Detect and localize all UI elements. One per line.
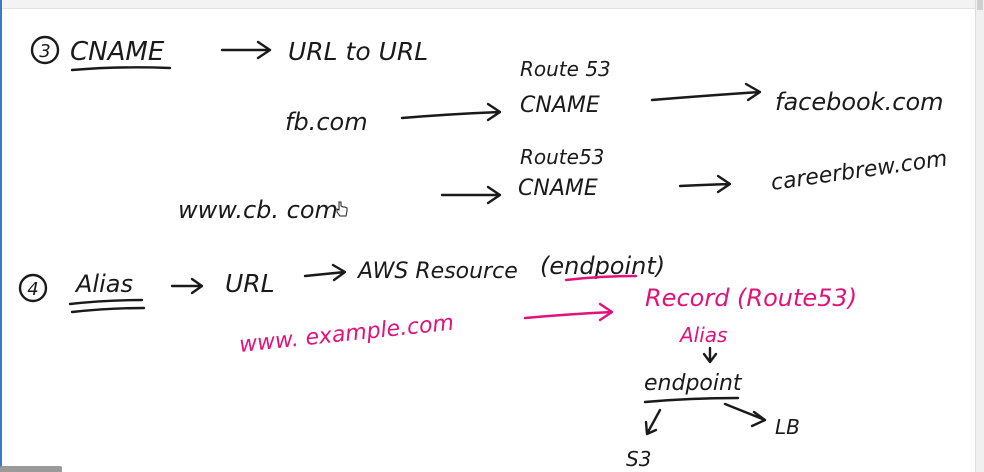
arrow-icon xyxy=(650,82,762,102)
endpoint-label: endpoint xyxy=(644,371,743,396)
taskbar-stub xyxy=(0,466,62,472)
window-left-border xyxy=(0,0,2,472)
section4-title: Alias xyxy=(74,270,133,298)
arrow-icon xyxy=(170,277,204,295)
branch-left: S3 xyxy=(626,447,651,471)
example1-to: facebook.com xyxy=(775,88,944,116)
example2-from: www.cb. com xyxy=(178,196,338,224)
section3-number-circle xyxy=(30,35,60,65)
example2-to: careerbrew.com xyxy=(769,146,949,196)
example1-label: CNAME xyxy=(520,93,600,118)
section4-rule-paren: (endpoint) xyxy=(540,252,665,280)
branch-right: LB xyxy=(775,415,800,439)
scrollbar-thumb[interactable] xyxy=(977,0,983,10)
down-arrow-icon xyxy=(702,346,718,364)
endpoint-underline xyxy=(643,396,740,404)
arrow-icon xyxy=(303,263,347,282)
example-from: www. example.com xyxy=(238,311,455,358)
section3-title: CNAME xyxy=(70,37,165,67)
arrow-icon xyxy=(220,40,272,60)
arrow-icon xyxy=(440,185,502,205)
section3-rule: URL to URL xyxy=(288,37,428,66)
section4-number-circle xyxy=(18,273,48,303)
branch-left-arrow-icon xyxy=(644,408,662,436)
example2-label: CNAME xyxy=(518,176,598,201)
section4-title-underline xyxy=(68,298,146,314)
section4-rule-part2: AWS Resource xyxy=(356,259,518,284)
example2-label-top: Route53 xyxy=(520,145,604,169)
section3-title-underline xyxy=(70,66,172,72)
example-to: Record (Route53) xyxy=(645,284,857,312)
alias-label: Alias xyxy=(678,323,727,347)
arrow-icon xyxy=(523,302,614,322)
example1-from: fb.com xyxy=(285,108,368,136)
hand-cursor-icon xyxy=(336,201,348,217)
example1-label-top: Route 53 xyxy=(520,57,611,81)
branch-right-arrow-icon xyxy=(723,402,767,428)
section3-number: 3 xyxy=(39,41,50,62)
vertical-scrollbar[interactable] xyxy=(975,0,984,472)
arrow-icon xyxy=(678,174,732,194)
section4-rule-part1: URL xyxy=(225,269,275,298)
endpoint-underline xyxy=(564,274,638,282)
window-top-edge xyxy=(0,0,984,9)
arrow-icon xyxy=(400,102,502,122)
section4-number: 4 xyxy=(27,279,38,300)
